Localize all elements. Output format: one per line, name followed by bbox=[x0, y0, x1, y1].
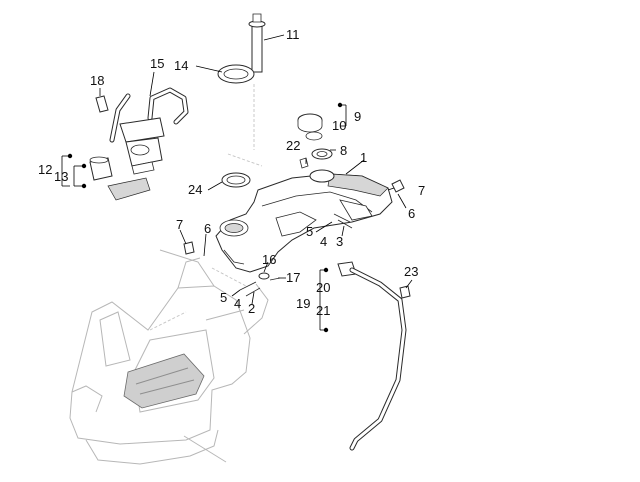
callout-5-upper: 5 bbox=[306, 224, 313, 239]
callout-22: 22 bbox=[286, 138, 300, 153]
wire-connector bbox=[95, 95, 109, 113]
clip-right bbox=[391, 179, 405, 193]
callout-13: 13 bbox=[54, 169, 68, 184]
clip-left bbox=[183, 241, 195, 255]
callout-12: 12 bbox=[38, 162, 52, 177]
scooter-frame bbox=[69, 84, 269, 465]
fastener-screws bbox=[239, 213, 353, 297]
callout-20: 20 bbox=[316, 280, 330, 295]
leader-dots bbox=[67, 102, 343, 333]
cap-seal bbox=[305, 131, 323, 141]
fuel-tank bbox=[215, 169, 393, 273]
leader-lines bbox=[61, 34, 413, 331]
callout-16: 16 bbox=[262, 252, 276, 267]
callout-14: 14 bbox=[174, 58, 188, 73]
callout-17: 17 bbox=[286, 270, 300, 285]
callout-10: 10 bbox=[332, 118, 346, 133]
callout-23: 23 bbox=[404, 264, 418, 279]
callout-11: 11 bbox=[286, 27, 300, 42]
callout-21: 21 bbox=[316, 303, 330, 318]
small-bolt-22 bbox=[299, 157, 309, 169]
breather-hose bbox=[337, 261, 407, 451]
callout-5-lower: 5 bbox=[220, 290, 227, 305]
callout-2: 2 bbox=[248, 301, 255, 316]
callout-9: 9 bbox=[354, 109, 361, 124]
callout-labels: 11 14 15 18 12 13 9 10 8 1 22 24 7 6 7 6… bbox=[38, 27, 425, 318]
fuel-level-sender bbox=[248, 13, 266, 73]
filler-ring-gasket bbox=[221, 172, 251, 188]
fuel-pump-hose bbox=[109, 87, 189, 143]
fuel-cap bbox=[297, 113, 323, 133]
callout-24: 24 bbox=[188, 182, 202, 197]
filter-bracket bbox=[107, 177, 151, 201]
filler-gasket bbox=[311, 148, 333, 160]
callout-7-left: 7 bbox=[176, 217, 183, 232]
callout-7-right: 7 bbox=[418, 183, 425, 198]
callout-19: 19 bbox=[296, 296, 310, 311]
callout-4-upper: 4 bbox=[320, 234, 327, 249]
callout-4-lower: 4 bbox=[234, 296, 241, 311]
callout-6-right: 6 bbox=[408, 206, 415, 221]
callout-8: 8 bbox=[340, 143, 347, 158]
hose-clip-23 bbox=[399, 285, 411, 299]
callout-18: 18 bbox=[90, 73, 104, 88]
callout-3: 3 bbox=[336, 234, 343, 249]
lock-ring bbox=[217, 64, 255, 84]
fuel-filter bbox=[89, 156, 113, 181]
floor-panel bbox=[123, 353, 205, 409]
callout-6-left: 6 bbox=[204, 221, 211, 236]
fuel-pump bbox=[119, 117, 165, 175]
callout-15: 15 bbox=[150, 56, 164, 71]
callout-1: 1 bbox=[360, 150, 367, 165]
